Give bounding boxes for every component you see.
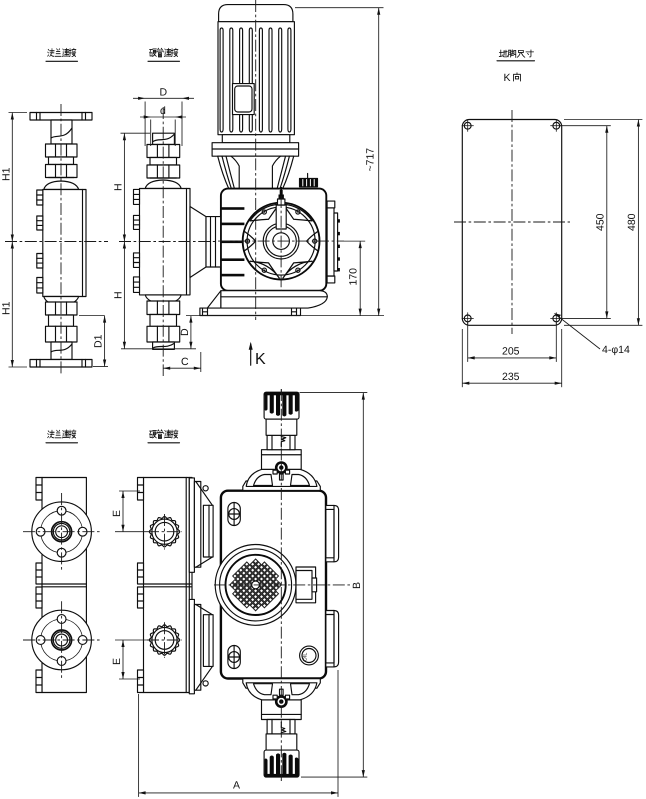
- svg-text:D1: D1: [93, 334, 105, 348]
- svg-text:A: A: [233, 780, 240, 792]
- svg-text:H1: H1: [1, 167, 13, 181]
- svg-text:H: H: [113, 291, 125, 299]
- svg-text:OIL: OIL: [303, 653, 309, 662]
- svg-text:B: B: [351, 582, 363, 589]
- svg-text:H: H: [113, 183, 125, 191]
- svg-text:205: 205: [502, 346, 520, 358]
- svg-text:480: 480: [626, 213, 638, 231]
- svg-text:C: C: [181, 356, 189, 368]
- svg-text:E: E: [111, 658, 123, 665]
- svg-text:170: 170: [348, 268, 360, 286]
- svg-text:235: 235: [502, 371, 520, 383]
- svg-text:K: K: [255, 351, 266, 368]
- svg-text:4-φ14: 4-φ14: [602, 344, 630, 356]
- svg-text:D: D: [160, 87, 168, 99]
- svg-text:H1: H1: [1, 301, 13, 315]
- svg-text:D: D: [179, 328, 191, 336]
- svg-text:E: E: [111, 510, 123, 517]
- svg-text:450: 450: [595, 213, 607, 231]
- svg-text:K: K: [504, 72, 511, 84]
- svg-text:~717: ~717: [365, 148, 377, 172]
